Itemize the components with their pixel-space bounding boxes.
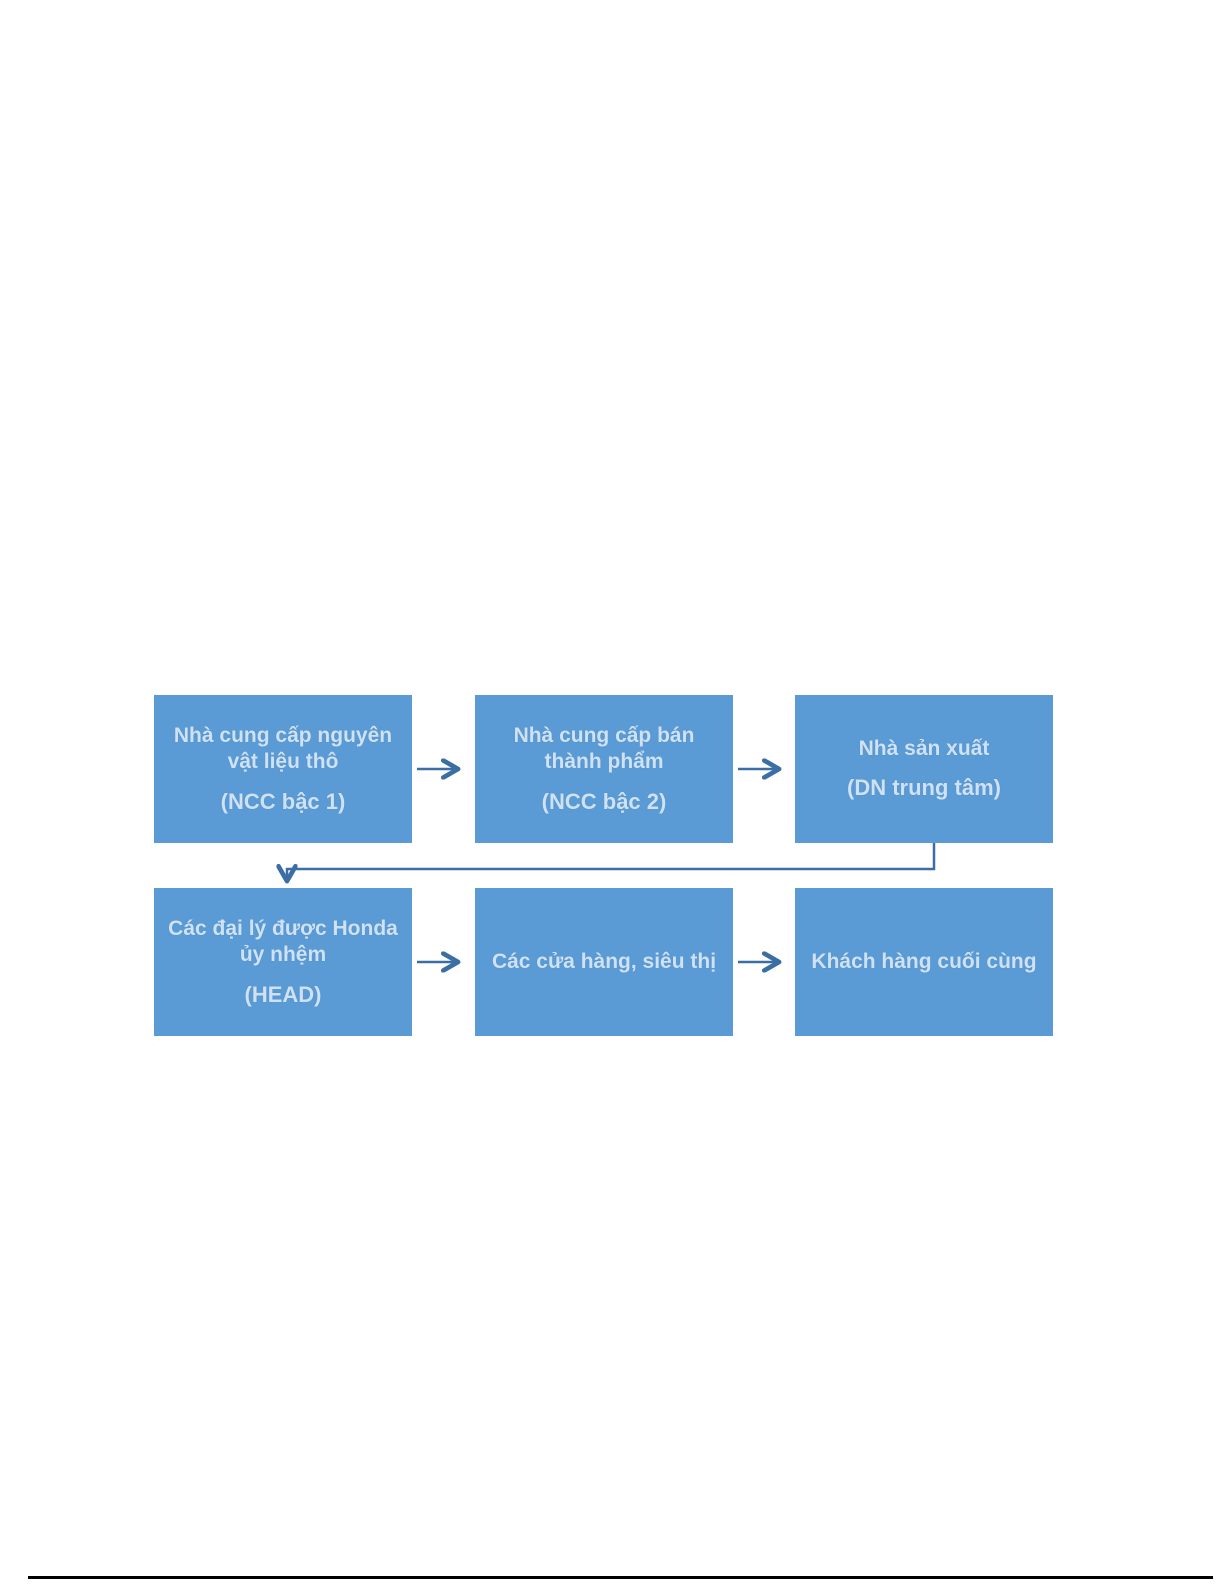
node-sublabel: (HEAD) — [244, 981, 322, 1007]
node-manufacturer: Nhà sản xuất (DN trung tâm) — [795, 695, 1053, 843]
node-honda-authorized-dealers: Các đại lý được Honda ủy nhệm (HEAD) — [154, 888, 412, 1036]
node-semi-finished-supplier: Nhà cung cấp bán thành phẩm (NCC bậc 2) — [475, 695, 733, 843]
node-label: Nhà cung cấp bán thành phẩm — [513, 724, 695, 774]
node-stores-supermarkets: Các cửa hàng, siêu thị — [475, 888, 733, 1036]
node-label: Khách hàng cuối cùng — [811, 949, 1037, 973]
node-raw-material-supplier: Nhà cung cấp nguyên vật liệu thô (NCC bậ… — [154, 695, 412, 843]
node-sublabel: (NCC bậc 1) — [220, 788, 346, 814]
arrow-manufacturer-to-dealers — [287, 843, 936, 879]
node-end-customers: Khách hàng cuối cùng — [795, 888, 1053, 1036]
page-bottom-rule — [28, 1576, 1213, 1579]
node-label: Các cửa hàng, siêu thị — [491, 949, 717, 973]
node-sublabel: (DN trung tâm) — [847, 775, 1001, 801]
node-sublabel: (NCC bậc 2) — [541, 788, 667, 814]
node-label: Các đại lý được Honda ủy nhệm — [168, 917, 398, 967]
node-label: Nhà sản xuất — [858, 737, 990, 761]
node-label: Nhà cung cấp nguyên vật liệu thô — [173, 724, 393, 774]
